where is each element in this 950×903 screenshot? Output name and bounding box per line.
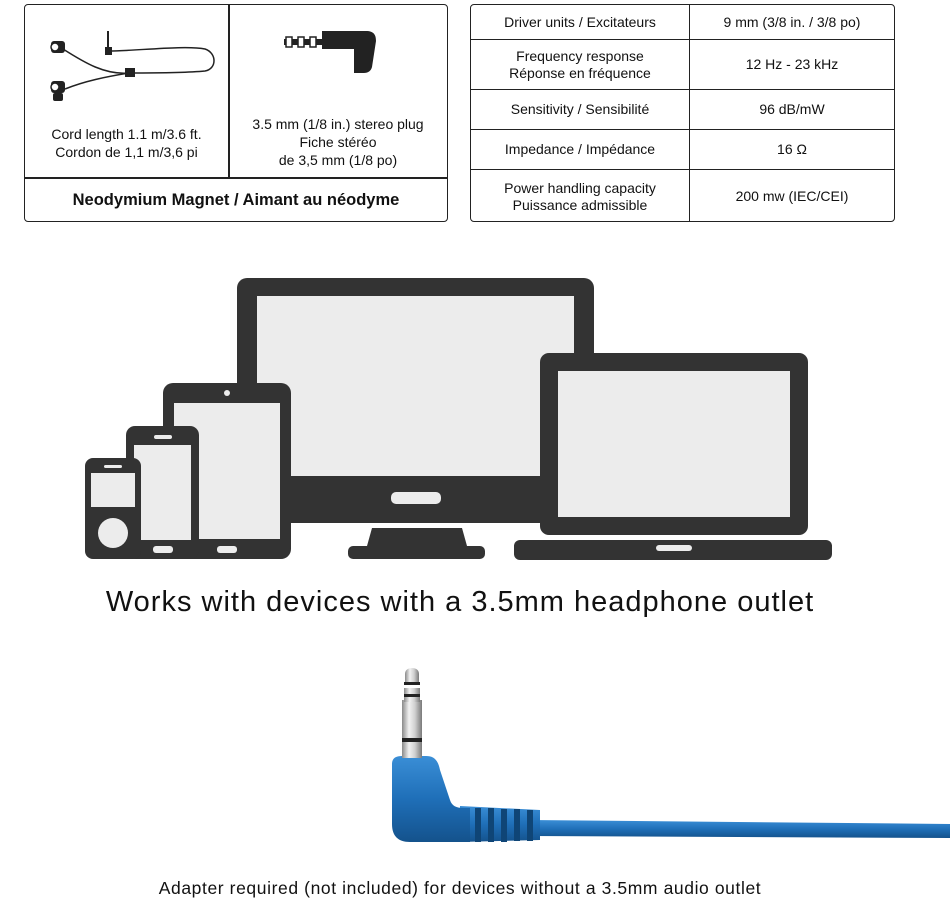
neodymium-magnet-label: Neodymium Magnet / Aimant au néodyme xyxy=(72,190,400,209)
spec-label-power: Power handling capacity Puissance admiss… xyxy=(471,170,690,221)
spec-label-driver: Driver units / Excitateurs xyxy=(471,5,690,39)
stereo-plug-fr-2: de 3,5 mm (1/8 po) xyxy=(278,152,398,168)
media-player-icon xyxy=(85,458,141,559)
spec-table: Driver units / Excitateurs 9 mm (3/8 in.… xyxy=(470,4,895,222)
smartphone-icon xyxy=(126,426,199,559)
earphones-icon xyxy=(50,31,215,101)
spec-label-sensitivity: Sensitivity / Sensibilité xyxy=(471,90,690,129)
cord-length-en: Cord length 1.1 m/3.6 ft. xyxy=(51,126,202,142)
spec-label-impedance: Impedance / Impédance xyxy=(471,130,690,169)
table-row: Frequency response Réponse en fréquence … xyxy=(471,39,894,89)
stereo-plug-fr-1: Fiche stéréo xyxy=(299,134,377,150)
compatibility-headline: Works with devices with a 3.5mm headphon… xyxy=(105,586,815,618)
spec-label-frequency: Frequency response Réponse en fréquence xyxy=(471,40,690,89)
spec-value-sensitivity: 96 dB/mW xyxy=(759,101,825,117)
table-row: Driver units / Excitateurs 9 mm (3/8 in.… xyxy=(471,5,894,39)
table-row: Power handling capacity Puissance admiss… xyxy=(471,169,894,221)
stereo-plug-text: 3.5 mm (1/8 in.) stereo plug Fiche stéré… xyxy=(228,115,448,169)
table-row: Impedance / Impédance 16 Ω xyxy=(471,129,894,169)
spec-value-impedance: 16 Ω xyxy=(777,141,807,157)
spec-value-power: 200 mw (IEC/CEI) xyxy=(735,188,849,204)
cord-plug-box: Cord length 1.1 m/3.6 ft. Cordon de 1,1 … xyxy=(24,4,448,222)
cord-length-fr: Cordon de 1,1 m/3,6 pi xyxy=(55,144,198,160)
box-divider-vertical xyxy=(228,5,230,177)
spec-value-driver: 9 mm (3/8 in. / 3/8 po) xyxy=(723,13,861,30)
box-divider-horizontal xyxy=(25,177,447,179)
spec-value-frequency: 12 Hz - 23 kHz xyxy=(745,56,839,72)
adapter-note: Adapter required (not included) for devi… xyxy=(158,878,762,898)
stereo-plug-icon xyxy=(284,31,376,73)
table-row: Sensitivity / Sensibilité 96 dB/mW xyxy=(471,89,894,129)
laptop-icon xyxy=(514,353,832,560)
monitor-icon xyxy=(237,278,594,559)
cord-length-text: Cord length 1.1 m/3.6 ft. Cordon de 1,1 … xyxy=(25,125,228,161)
stereo-plug-en: 3.5 mm (1/8 in.) stereo plug xyxy=(252,116,424,132)
devices-illustration xyxy=(85,278,832,560)
blue-audio-plug-icon xyxy=(392,668,950,842)
